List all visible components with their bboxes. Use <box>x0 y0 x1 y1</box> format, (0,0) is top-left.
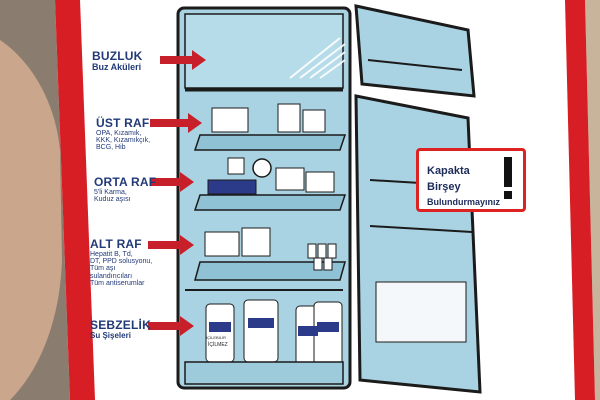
section-title: SEBZELİK <box>90 318 151 332</box>
section-detail: DT, PPD solusyonu, <box>90 257 153 265</box>
section-detail: Su Şişeleri <box>90 330 131 340</box>
arrows <box>148 50 206 336</box>
section-detail: Kuduz aşısı <box>94 195 131 203</box>
section-title: BUZLUK <box>92 49 143 63</box>
red-border-right <box>565 0 595 400</box>
warning-line-1: Kapakta <box>427 165 470 177</box>
section-title: ORTA RAF <box>94 175 157 189</box>
hand <box>0 40 62 400</box>
arrow-buzluk <box>160 50 206 70</box>
warning-line-2: Birşey <box>427 181 461 193</box>
section-detail: BCG, Hib <box>96 144 126 152</box>
label-alt-raf: ALT RAF Hepatit B, Td, DT, PPD solusyonu… <box>90 238 152 287</box>
door-warning-note: Kapakta Birşey Bulundurmayınız <box>416 148 526 212</box>
arrow-alt-raf <box>148 235 194 255</box>
arrow-ust-raf <box>150 113 202 133</box>
bottle-label-1: İÇİLEBİLİR <box>206 335 227 340</box>
bottle-label-2: İÇİLMEZ <box>208 342 228 348</box>
arrow-sebzelik <box>148 316 194 336</box>
section-detail: KKK, Kızamıkçık, <box>96 136 151 144</box>
red-border-left <box>55 0 95 400</box>
section-title: ALT RAF <box>90 237 142 251</box>
fridge-illustration <box>176 6 352 390</box>
section-detail: sulandırıcıları <box>90 272 133 280</box>
section-detail: Hepatit B, Td, <box>90 250 133 258</box>
thermometer-icon <box>252 158 272 178</box>
section-detail: Tüm aşı <box>90 265 116 273</box>
section-detail: Buz Aküleri <box>92 61 142 72</box>
arrow-orta-raf <box>150 172 194 192</box>
label-ust-raf: ÜST RAF OPA, Kızamık, KKK, Kızamıkçık, B… <box>96 117 150 152</box>
section-title: ÜST RAF <box>96 116 150 130</box>
label-buzluk: BUZLUK Buz Aküleri <box>92 50 143 72</box>
section-detail: 5'li Karma, <box>94 188 127 196</box>
label-orta-raf: ORTA RAF 5'li Karma, Kuduz aşısı <box>94 176 156 203</box>
warning-line-3: Bulundurmayınız <box>427 197 501 207</box>
exclamation-icon <box>504 157 512 199</box>
label-sebzelik: SEBZELİK Su Şişeleri <box>90 319 151 340</box>
section-detail: Tüm antiserumlar <box>90 279 145 287</box>
section-detail: OPA, Kızamık, <box>96 129 142 137</box>
